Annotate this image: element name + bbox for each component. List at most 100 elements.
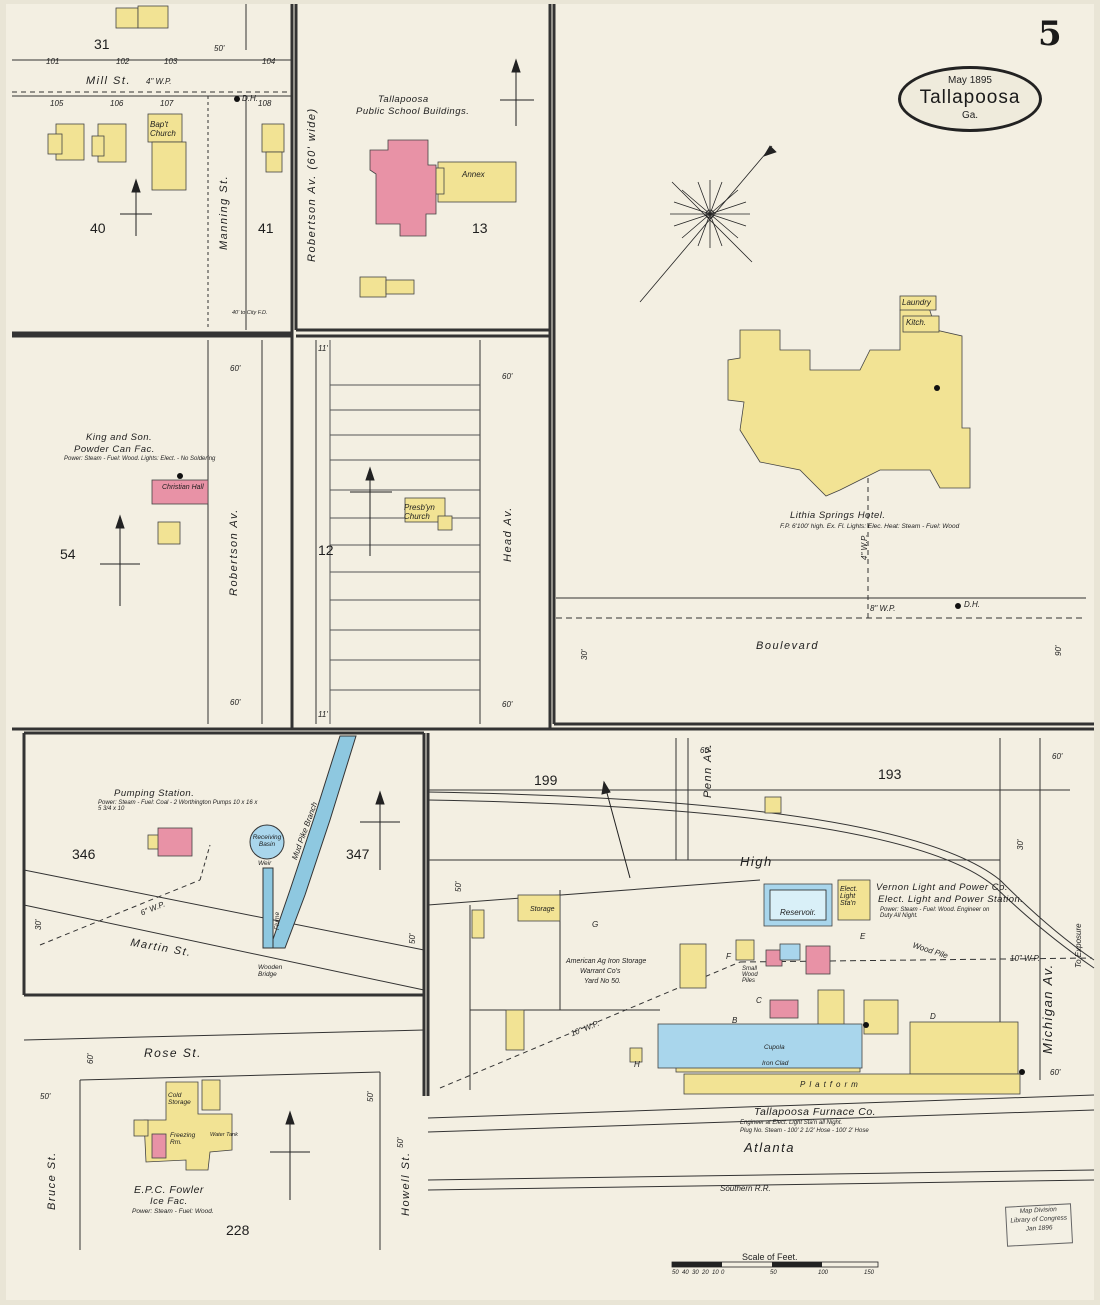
ice-factory-title: E.P.C. Fowler (134, 1184, 204, 1196)
title-date: May 1895 (948, 75, 992, 86)
furnace-note: Plug No. Steam - 100' 2 1/2' Hose - 100'… (740, 1128, 869, 1134)
hotel-kitchen: Kitch. (906, 318, 927, 327)
street-label: Manning St. (218, 174, 230, 250)
section-marker: E (860, 932, 866, 941)
section-marker: C (756, 996, 762, 1005)
scale-tick: 20 (702, 1270, 709, 1276)
railroad-label: Southern R.R. (720, 1184, 771, 1193)
vernon-title: Vernon Light and Power Co. (876, 882, 1009, 893)
dimension-label: 30' (580, 649, 589, 660)
street-label: Rose St. (144, 1046, 203, 1060)
lot-number: 103 (164, 57, 178, 66)
king-son-note: Power: Steam - Fuel: Wood. Lights: Elect… (64, 456, 216, 462)
scale-tick: 100 (818, 1270, 829, 1276)
storage-label: Storage (530, 906, 555, 913)
dimension-label: 90' (1054, 645, 1063, 656)
reservoir-label: Reservoir. (780, 908, 817, 917)
block-number: 228 (226, 1222, 250, 1238)
scale-bar (671, 1261, 879, 1268)
block-number: 31 (94, 36, 110, 52)
block-number: 199 (534, 772, 558, 788)
storage-yard-label: American Ag Iron Storage (566, 958, 647, 965)
scale-of-feet: Scale of Feet. 50 40 30 20 10 0 50 100 1… (672, 1252, 878, 1286)
vernon-subtitle: Elect. Light and Power Station. (878, 894, 1024, 905)
scale-tick: 30 (692, 1270, 699, 1276)
section-marker: H (634, 1060, 640, 1069)
block-number: 193 (878, 766, 902, 782)
street-label: Robertson Av. (60' wide) (306, 107, 318, 262)
flume-water (262, 867, 274, 949)
library-stamp: Map Division Library of Congress Jan 189… (1004, 1203, 1074, 1247)
dimension-label: 50' (214, 44, 225, 53)
street-label: Mill St. (86, 75, 131, 87)
street-label: Michigan Av. (1040, 963, 1055, 1054)
dimension-label: 50' (454, 881, 463, 892)
dimension-label: 60' (230, 698, 241, 707)
street-label: High (740, 854, 773, 869)
dimension-label: 50' (408, 933, 417, 944)
water-pipe-label: 8" W.P. (870, 604, 896, 613)
city-fd-label: 40' to City F.D. (232, 310, 268, 316)
furnace-title: Tallapoosa Furnace Co. (754, 1106, 877, 1118)
scale-tick: 0 (721, 1270, 725, 1276)
lot-number: 108 (258, 99, 272, 108)
street-label: Boulevard (756, 640, 820, 652)
title-city: Tallapoosa (919, 87, 1021, 108)
street-label: Howell St. (400, 1151, 412, 1216)
dwelling-hydrant-marker: D.H. (964, 600, 980, 609)
cold-storage-label: Cold Storage (168, 1092, 191, 1106)
scale-tick: 50 (672, 1270, 679, 1276)
vernon-note: Power: Steam - Fuel: Wood. Engineer on D… (880, 907, 990, 919)
water-pipe-label: 4" W.P. (860, 534, 869, 560)
hydrant-markers (177, 96, 1025, 1075)
water-tank-label: Water Tank (210, 1132, 238, 1138)
dimension-label: 50' (366, 1091, 375, 1102)
lot-number: 105 (50, 99, 64, 108)
dimension-label: 60' (230, 364, 241, 373)
street-label: Bruce St. (46, 1151, 58, 1210)
section-marker: D (930, 1012, 936, 1021)
receiving-basin-label: Receiving Basin (252, 834, 282, 848)
title-state: Ga. (961, 110, 979, 121)
christian-hall: Christian Hall (162, 484, 204, 491)
hotel-laundry: Laundry (902, 298, 931, 307)
scale-tick: 50 (770, 1270, 777, 1276)
storage-yard-label: Yard No 50. (584, 978, 621, 985)
dimension-label: 50' (396, 1137, 405, 1148)
dimension-label: 60' (502, 700, 513, 709)
cupola-label: Cupola (764, 1044, 785, 1051)
wood-piles-label: Small Wood Piles (742, 966, 758, 984)
school-subtitle: Public School Buildings. (356, 106, 470, 117)
dimension-label: 30' (1016, 839, 1025, 850)
lot-number: 101 (46, 57, 60, 66)
dimension-label: 60' (700, 746, 711, 755)
creek-water (269, 735, 357, 949)
school-annex: Annex (462, 170, 485, 179)
freezing-room-label: Freezing Rm. (170, 1132, 196, 1146)
block-number: 13 (472, 220, 488, 236)
dimension-label: 30' (34, 919, 43, 930)
north-arrow-icon (100, 58, 631, 1200)
ice-factory-subtitle: Ice Fac. (150, 1196, 188, 1207)
baptist-church: Bap't Church (150, 120, 176, 138)
street-label: To Exposure (1074, 923, 1083, 968)
lot-number: 106 (110, 99, 124, 108)
section-marker: B (732, 1016, 738, 1025)
block-number: 347 (346, 846, 370, 862)
ice-factory-note: Power: Steam - Fuel: Wood. (132, 1208, 214, 1215)
weir-label: Weir (258, 860, 272, 867)
furnace-note: Engineer at Elect. Light Sta'n all Night… (740, 1120, 843, 1126)
dwelling-hydrant-marker: D.H. (242, 94, 258, 103)
flume-label: Flume (274, 911, 281, 930)
lot-number: 107 (160, 99, 174, 108)
scale-tick: 40 (682, 1270, 689, 1276)
water-pipe-label: 4" W.P. (146, 77, 172, 86)
pumping-station-note: Power: Steam - Fuel: Coal - 2 Worthingto… (98, 800, 258, 812)
iron-clad-label: Iron Clad (762, 1060, 789, 1067)
king-son-subtitle: Powder Can Fac. (74, 444, 155, 455)
receiving-basin (249, 824, 285, 860)
brick-buildings (151, 139, 831, 1159)
hotel-name: Lithia Springs Hotel. (790, 510, 886, 521)
lot-number: 104 (262, 57, 276, 66)
